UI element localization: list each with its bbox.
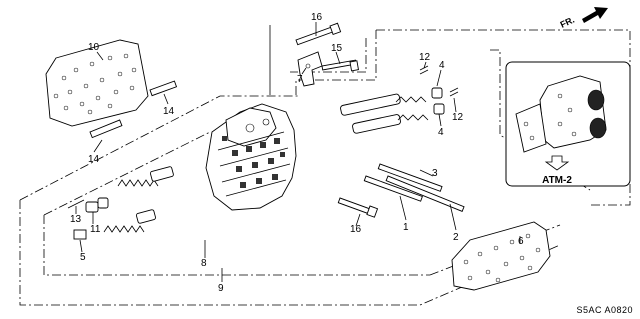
atm-2-inset: ATM-2 bbox=[505, 61, 631, 187]
callout-7: 7 bbox=[297, 74, 303, 85]
callout-16b: 16 bbox=[350, 224, 362, 235]
bolt-16-lower bbox=[337, 197, 379, 218]
callouts: 10 14 14 16 15 7 12 4 12 4 3 1 2 16 6 11… bbox=[70, 12, 524, 294]
callout-14a: 14 bbox=[163, 106, 175, 117]
atm-2-label: ATM-2 bbox=[542, 175, 572, 186]
bracket-7 bbox=[297, 51, 323, 87]
rod-2 bbox=[385, 175, 465, 212]
callout-8: 8 bbox=[201, 258, 207, 269]
callout-1: 1 bbox=[403, 222, 409, 233]
rod-3 bbox=[377, 163, 443, 192]
callout-15: 15 bbox=[331, 43, 343, 54]
callout-5: 5 bbox=[80, 252, 86, 263]
callout-2: 2 bbox=[453, 232, 459, 243]
bolt-15 bbox=[321, 59, 359, 72]
main-valve-body bbox=[205, 103, 297, 211]
leader-lines bbox=[75, 22, 521, 282]
bolt-16-top bbox=[295, 22, 342, 46]
right-spools-and-springs bbox=[340, 65, 459, 134]
front-direction-indicator: FR. bbox=[559, 7, 608, 30]
separator-plate-10 bbox=[45, 39, 149, 127]
callout-12a: 12 bbox=[419, 52, 431, 63]
callout-11: 11 bbox=[90, 224, 101, 235]
callout-12b: 12 bbox=[452, 112, 464, 123]
callout-4b: 4 bbox=[438, 127, 444, 138]
fr-label: FR. bbox=[559, 15, 576, 30]
down-arrow-icon bbox=[544, 155, 570, 171]
callout-16a: 16 bbox=[311, 12, 323, 23]
callout-4a: 4 bbox=[439, 60, 445, 71]
callout-10: 10 bbox=[88, 42, 100, 53]
dowel-pin-14a bbox=[149, 80, 178, 97]
callout-6: 6 bbox=[518, 236, 524, 247]
front-arrow-icon bbox=[582, 7, 608, 23]
separator-plate-6 bbox=[451, 221, 551, 291]
callout-13: 13 bbox=[70, 214, 82, 225]
callout-14b: 14 bbox=[88, 154, 100, 165]
callout-3: 3 bbox=[432, 168, 438, 179]
reference-code: S5AC A0820 bbox=[576, 305, 633, 315]
rod-1 bbox=[363, 175, 423, 202]
dowel-pin-14b bbox=[89, 119, 123, 139]
callout-9: 9 bbox=[218, 283, 224, 294]
left-spools-and-springs bbox=[67, 166, 174, 240]
